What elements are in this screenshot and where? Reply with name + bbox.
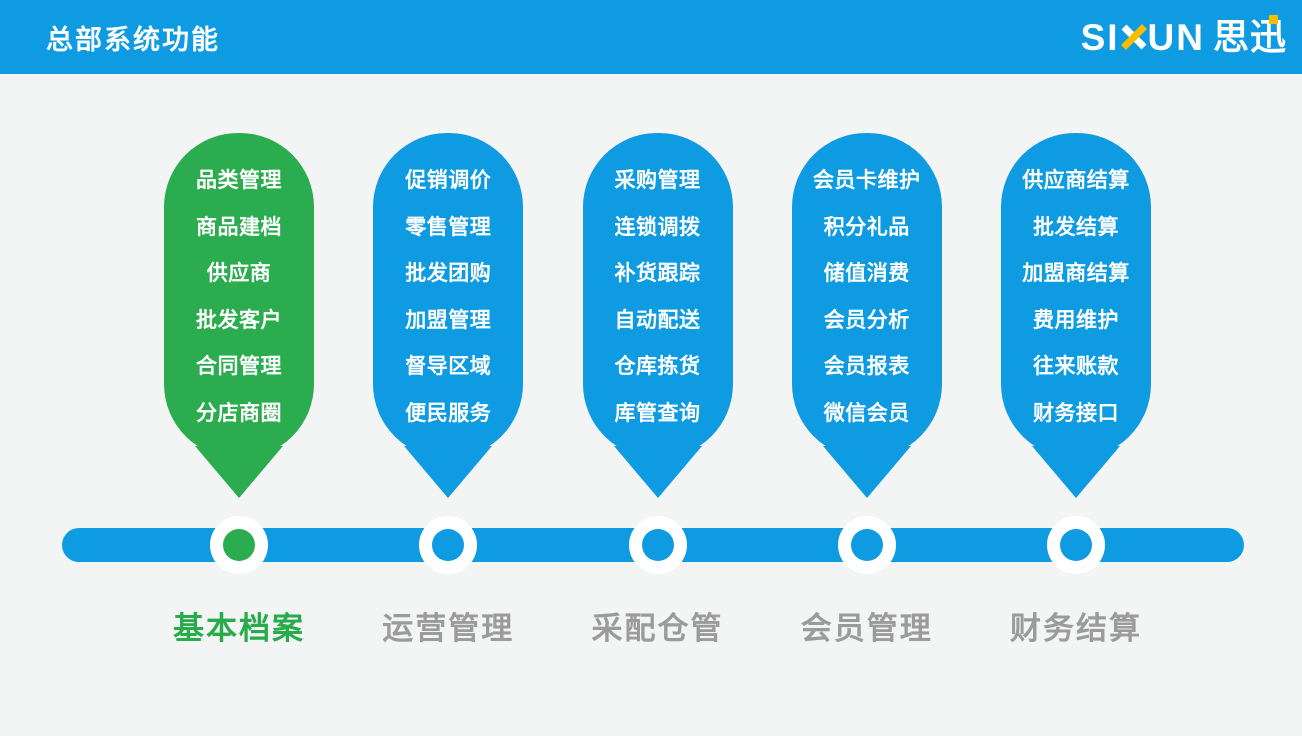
bubble-item: 积分礼品 xyxy=(823,215,910,239)
category-label-purchase-warehouse: 采配仓管 xyxy=(591,611,724,646)
bubble-purchase-warehouse: 采购管理连锁调拨补货跟踪自动配送仓库拣货库管查询 xyxy=(582,133,733,458)
timeline-dot-operation xyxy=(432,529,465,561)
bubble-basic-archives: 品类管理商品建档供应商批发客户合同管理分店商圈 xyxy=(164,133,314,458)
bubble-operation: 促销调价零售管理批发团购加盟管理督导区域便民服务 xyxy=(373,133,524,458)
bubble-tail-member xyxy=(822,446,911,498)
bubble-item: 补货跟踪 xyxy=(614,262,701,286)
bubble-item: 储值消费 xyxy=(823,262,910,286)
timeline-dot-purchase-warehouse xyxy=(641,529,674,561)
logo-text-un: UN xyxy=(1147,16,1205,58)
bubble-item: 加盟管理 xyxy=(405,308,492,332)
header-bar: 总部系统功能 SI UN 思迅 xyxy=(0,0,1302,74)
bubble-item: 微信会员 xyxy=(823,401,910,425)
page-title: 总部系统功能 xyxy=(46,24,220,55)
bubble-item: 供应商结算 xyxy=(1022,169,1130,192)
bubble-tail-finance xyxy=(1032,446,1120,498)
sixun-logo: SI UN 思迅 xyxy=(1080,15,1287,58)
bubble-item: 库管查询 xyxy=(614,401,701,425)
bubble-item: 供应商 xyxy=(206,262,272,286)
logo-text-cn: 思迅 xyxy=(1212,15,1287,57)
bubble-item: 商品建档 xyxy=(196,215,282,239)
bubble-tail-operation xyxy=(404,446,493,498)
category-label-finance: 财务结算 xyxy=(1010,611,1142,646)
bubble-item: 会员卡维护 xyxy=(813,169,921,192)
category-label-basic-archives: 基本档案 xyxy=(173,611,305,646)
logo-text-si: SI xyxy=(1080,16,1120,58)
bubble-item: 费用维护 xyxy=(1033,308,1119,332)
bubble-item: 采购管理 xyxy=(614,169,701,192)
bubble-item: 便民服务 xyxy=(405,401,492,425)
bubble-member: 会员卡维护积分礼品储值消费会员分析会员报表微信会员 xyxy=(791,133,942,458)
category-label-member: 会员管理 xyxy=(800,611,933,646)
bubble-item: 批发团购 xyxy=(405,262,492,286)
logo-x-icon xyxy=(1120,23,1147,50)
bubble-item: 分店商圈 xyxy=(196,401,282,425)
bubble-item: 督导区域 xyxy=(405,355,492,379)
bubble-tail-purchase-warehouse xyxy=(613,446,702,498)
bubble-item: 财务接口 xyxy=(1033,401,1119,425)
bubble-item: 仓库拣货 xyxy=(614,355,701,379)
bubble-finance: 供应商结算批发结算加盟商结算费用维护往来账款财务接口 xyxy=(1001,133,1151,458)
bubble-item: 合同管理 xyxy=(196,355,282,379)
bubble-item: 往来账款 xyxy=(1033,355,1119,379)
logo-gold-dot xyxy=(1269,15,1278,24)
timeline-dot-basic-archives xyxy=(223,529,255,561)
bubble-tail-basic-archives xyxy=(195,446,283,498)
category-label-operation: 运营管理 xyxy=(382,611,515,646)
bubble-item: 加盟商结算 xyxy=(1022,262,1130,286)
bubble-item: 批发客户 xyxy=(196,308,282,332)
bubble-item: 品类管理 xyxy=(196,169,282,192)
timeline-dot-finance xyxy=(1060,529,1092,561)
bubble-item: 连锁调拨 xyxy=(614,215,701,239)
bubble-item: 零售管理 xyxy=(405,215,492,239)
timeline-dot-member xyxy=(850,529,883,561)
bubble-item: 批发结算 xyxy=(1033,215,1119,239)
bubble-item: 会员分析 xyxy=(823,308,910,332)
bubble-item: 会员报表 xyxy=(823,355,910,379)
bubble-item: 自动配送 xyxy=(614,308,701,332)
bubble-item: 促销调价 xyxy=(405,169,492,192)
logo-cn-chars: 思迅 xyxy=(1212,16,1287,57)
